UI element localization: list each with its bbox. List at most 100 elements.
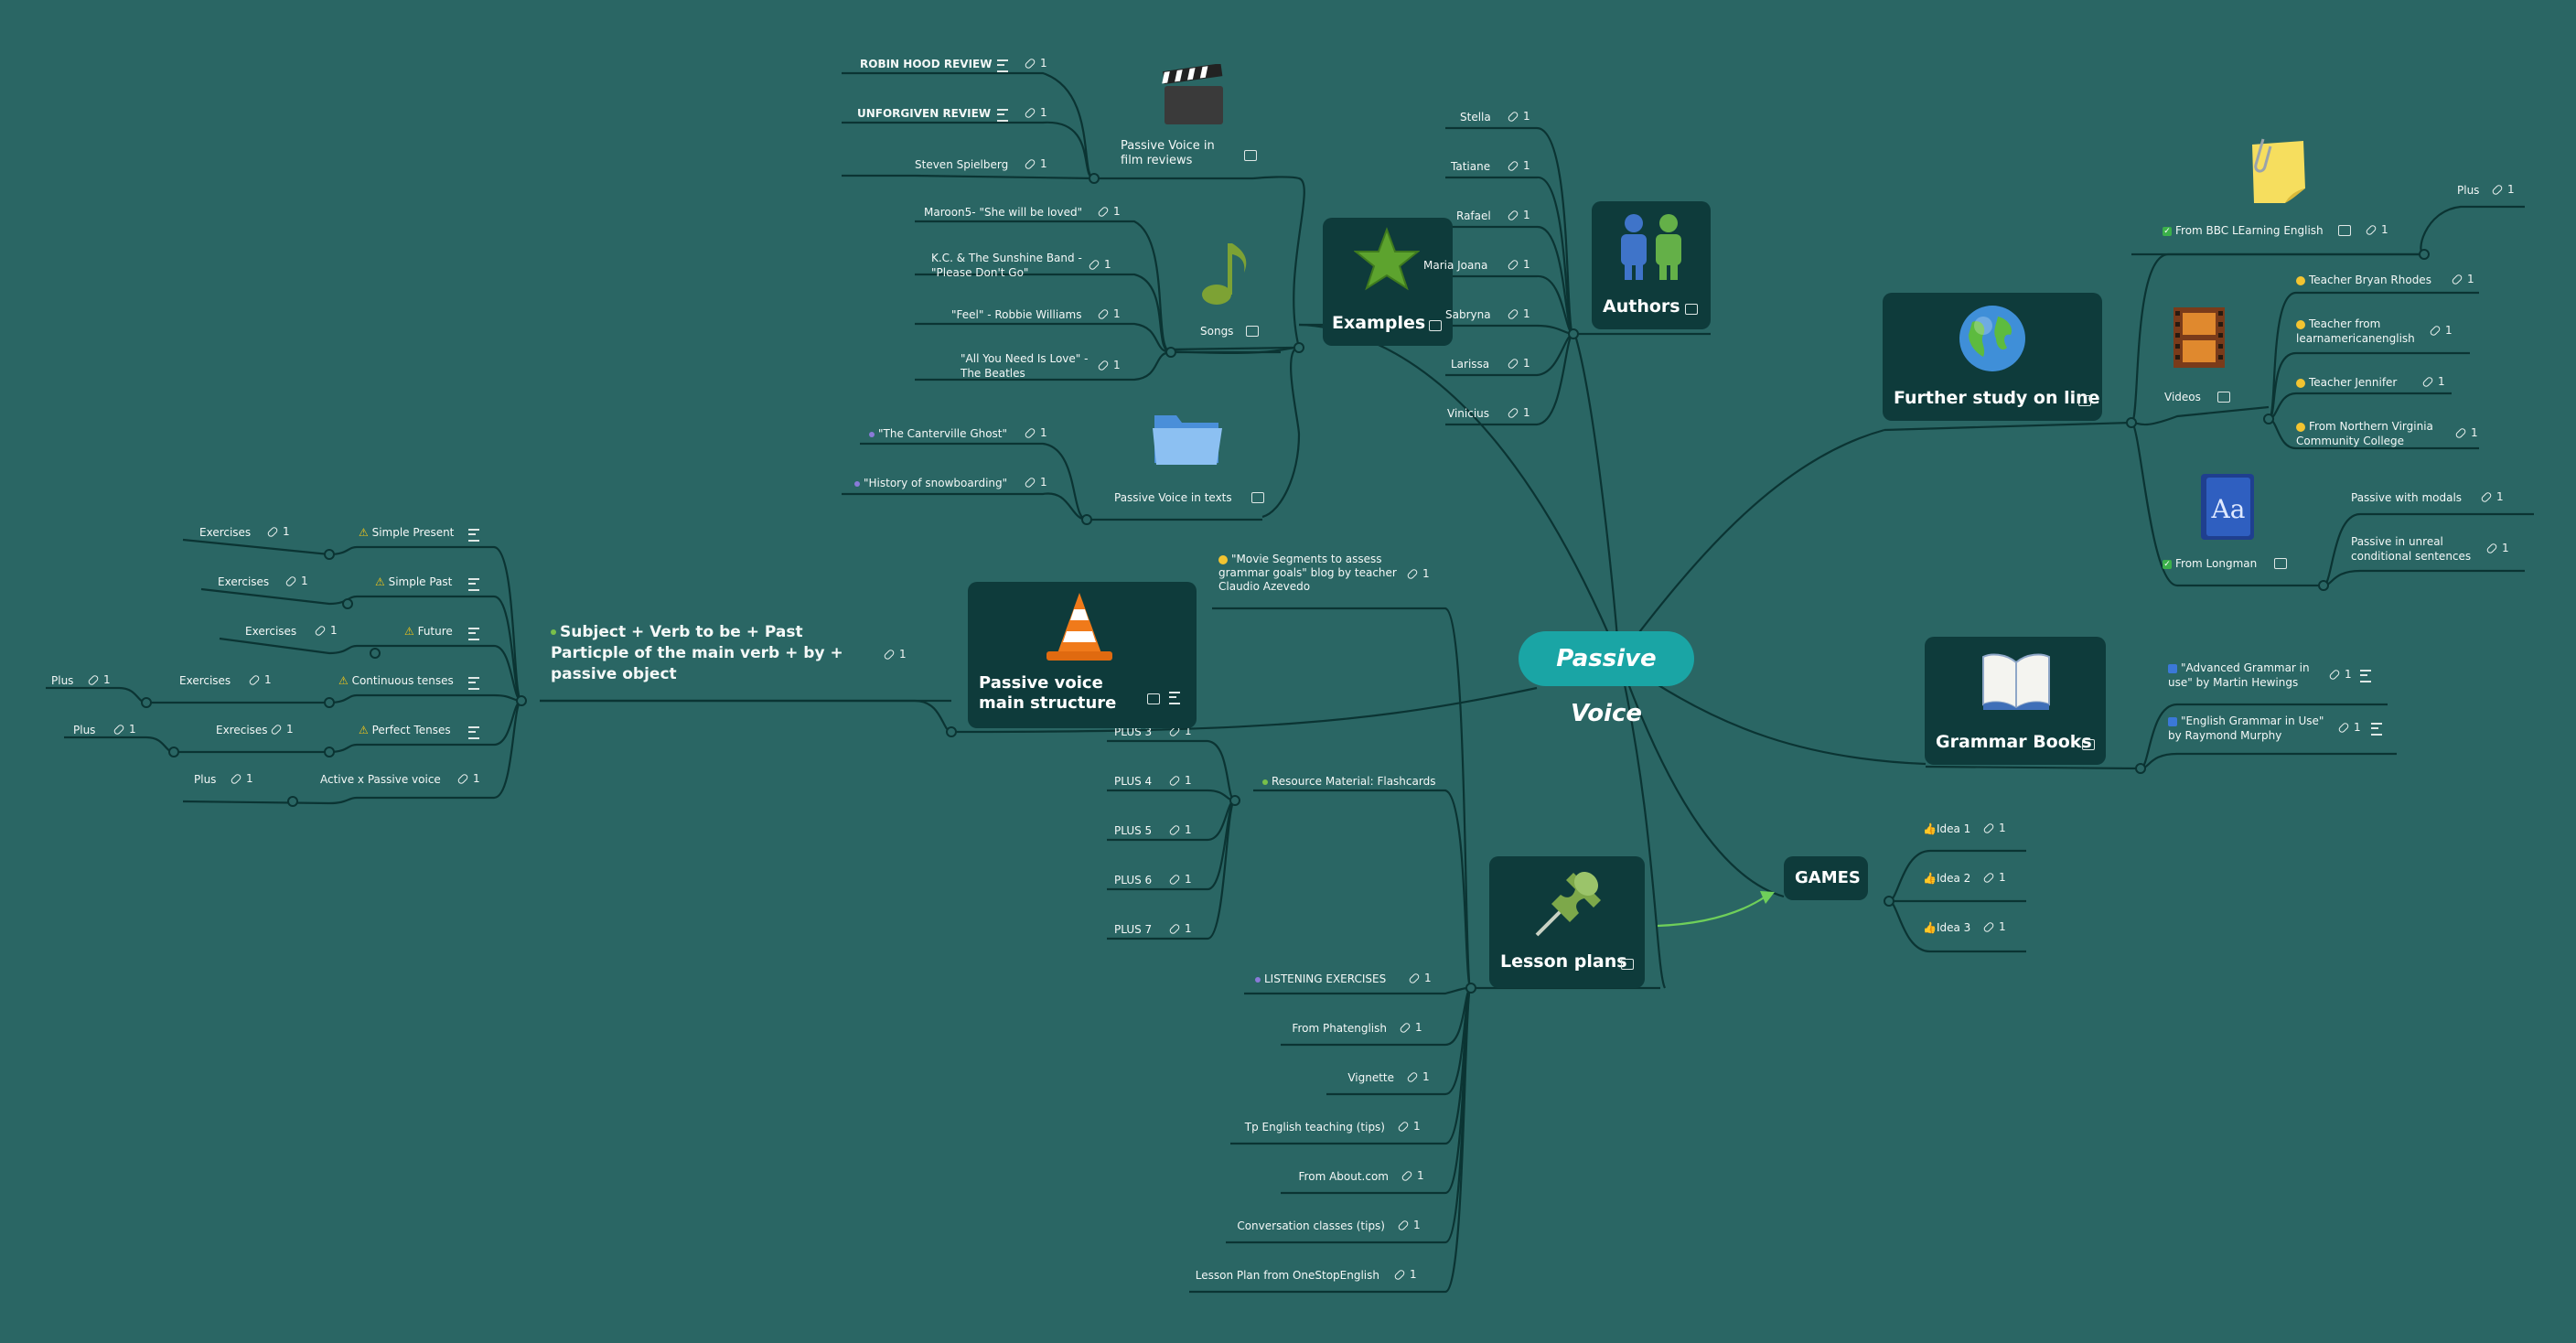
video-item[interactable]: Teacher from learnamericanenglish xyxy=(2296,317,2415,345)
lesson-item[interactable]: Conversation classes (tips) xyxy=(1237,1219,1385,1232)
listening-exercises-item[interactable]: LISTENING EXERCISES xyxy=(1255,972,1386,986)
videos-label[interactable]: Videos xyxy=(2164,391,2201,403)
link-count[interactable]: 1 xyxy=(1024,57,1047,70)
note-icon[interactable] xyxy=(468,578,479,591)
lesson-item[interactable]: Lesson Plan from OneStopEnglish xyxy=(1195,1269,1379,1282)
video-item[interactable]: Teacher Jennifer xyxy=(2296,375,2397,390)
link-count[interactable]: 1 xyxy=(1168,922,1192,936)
link-count[interactable]: 1 xyxy=(2454,426,2478,440)
flashcard-item[interactable]: PLUS 3 xyxy=(1114,725,1153,738)
film-item[interactable]: Steven Spielberg xyxy=(915,158,1009,171)
game-idea[interactable]: 👍Idea 2 xyxy=(1923,872,1971,885)
lesson-item[interactable]: From About.com xyxy=(1298,1170,1389,1183)
bbc-label[interactable]: ✓From BBC LEarning English xyxy=(2163,224,2324,237)
film-item[interactable]: UNFORGIVEN REVIEW xyxy=(857,107,992,120)
exercise-item[interactable]: Exercises xyxy=(179,674,231,687)
author-item[interactable]: Stella xyxy=(1460,111,1491,124)
link-count[interactable]: 1 xyxy=(1397,1219,1421,1232)
tense-item[interactable]: ⚠ Perfect Tenses xyxy=(359,724,451,736)
link-count[interactable]: 1 xyxy=(1406,567,1430,581)
flashcard-item[interactable]: PLUS 6 xyxy=(1114,874,1153,886)
tense-item[interactable]: Active x Passive voice xyxy=(320,773,441,786)
image-icon[interactable] xyxy=(1244,150,1257,161)
flashcard-item[interactable]: PLUS 7 xyxy=(1114,923,1153,936)
link-count[interactable]: 1 xyxy=(1168,823,1192,837)
author-item[interactable]: Tatiane xyxy=(1451,160,1491,173)
exercise-item[interactable]: Exrecises xyxy=(216,724,268,736)
song-item[interactable]: "Feel" - Robbie Williams xyxy=(951,308,1082,321)
song-item[interactable]: "All You Need Is Love" - The Beatles xyxy=(961,352,1089,380)
video-item[interactable]: Teacher Bryan Rhodes xyxy=(2296,273,2431,287)
exercise-item[interactable]: Exercises xyxy=(199,526,252,539)
link-count[interactable]: 1 xyxy=(1024,106,1047,120)
link-count[interactable]: 1 xyxy=(1982,822,2006,835)
songs-label[interactable]: Songs xyxy=(1200,325,1234,338)
link-count[interactable]: 1 xyxy=(2485,542,2509,555)
link-count[interactable]: 1 xyxy=(2337,721,2361,735)
text-item[interactable]: "History of snowboarding" xyxy=(854,476,1007,490)
plus-item[interactable]: Plus xyxy=(73,724,96,736)
link-count[interactable]: 1 xyxy=(270,723,294,736)
tense-item[interactable]: ⚠ Future xyxy=(404,625,453,638)
author-item[interactable]: Sabryna xyxy=(1445,308,1491,321)
link-count[interactable]: 1 xyxy=(1088,258,1111,272)
link-count[interactable]: 1 xyxy=(1507,357,1530,371)
link-count[interactable]: 1 xyxy=(284,575,308,588)
link-count[interactable]: 1 xyxy=(1024,476,1047,489)
lesson-item[interactable]: From Phatenglish xyxy=(1292,1022,1387,1035)
image-icon[interactable] xyxy=(2078,395,2091,406)
bbc-plus[interactable]: Plus xyxy=(2457,184,2480,197)
note-icon[interactable] xyxy=(468,677,479,690)
plus-item[interactable]: Plus xyxy=(51,674,74,687)
exercise-item[interactable]: Exercises xyxy=(218,575,270,588)
link-count[interactable]: 1 xyxy=(1399,1021,1422,1035)
link-count[interactable]: 1 xyxy=(1097,307,1121,321)
longman-item[interactable]: Passive with modals xyxy=(2351,491,2463,504)
movie-segments-item[interactable]: "Movie Segments to assess grammar goals"… xyxy=(1218,553,1397,593)
image-icon[interactable] xyxy=(1429,320,1442,331)
tense-item[interactable]: ⚠ Continuous tenses xyxy=(338,674,454,687)
image-icon[interactable] xyxy=(1246,326,1259,337)
link-count[interactable]: 1 xyxy=(1168,873,1192,886)
longman-item[interactable]: Passive in unreal conditional sentences xyxy=(2351,535,2472,563)
link-count[interactable]: 1 xyxy=(1397,1120,1421,1133)
author-item[interactable]: Rafael xyxy=(1456,210,1491,222)
author-item[interactable]: Maria Joana xyxy=(1423,259,1488,272)
link-count[interactable]: 1 xyxy=(1507,209,1530,222)
link-count[interactable]: 1 xyxy=(456,772,480,786)
link-count[interactable]: 1 xyxy=(1401,1169,1424,1183)
link-count[interactable]: 1 xyxy=(1507,110,1530,124)
song-item[interactable]: K.C. & The Sunshine Band - "Please Don't… xyxy=(931,252,1082,279)
grammar-book-item[interactable]: "English Grammar in Use" by Raymond Murp… xyxy=(2168,714,2324,742)
link-count[interactable]: 1 xyxy=(1393,1268,1417,1282)
image-icon[interactable] xyxy=(2217,392,2230,403)
link-count[interactable]: 1 xyxy=(883,648,907,661)
longman-label[interactable]: ✓From Longman xyxy=(2163,557,2258,570)
image-icon[interactable] xyxy=(1147,693,1160,704)
game-idea[interactable]: 👍Idea 3 xyxy=(1923,921,1971,934)
texts-label[interactable]: Passive Voice in texts xyxy=(1114,491,1232,504)
structure-formula[interactable]: Subject + Verb to be + Past Particple of… xyxy=(551,623,843,683)
film-reviews-label[interactable]: Passive Voice in film reviews xyxy=(1121,139,1215,167)
link-count[interactable]: 1 xyxy=(1168,774,1192,788)
note-icon[interactable] xyxy=(468,529,479,542)
link-count[interactable]: 1 xyxy=(1168,725,1192,738)
game-idea[interactable]: 👍Idea 1 xyxy=(1923,822,1971,835)
link-count[interactable]: 1 xyxy=(1406,1070,1430,1084)
link-count[interactable]: 1 xyxy=(2421,375,2445,389)
link-count[interactable]: 1 xyxy=(1507,307,1530,321)
image-icon[interactable] xyxy=(2082,739,2095,750)
link-count[interactable]: 1 xyxy=(1507,258,1530,272)
link-count[interactable]: 1 xyxy=(1024,157,1047,171)
link-count[interactable]: 1 xyxy=(230,772,253,786)
grammar-books-topic[interactable]: Grammar Books xyxy=(1925,637,2106,765)
note-icon[interactable] xyxy=(2360,670,2371,682)
image-icon[interactable] xyxy=(2338,225,2351,236)
link-count[interactable]: 1 xyxy=(1982,871,2006,885)
image-icon[interactable] xyxy=(1621,959,1634,970)
image-icon[interactable] xyxy=(1251,492,1264,503)
note-icon[interactable] xyxy=(2371,723,2382,736)
lesson-plans-topic[interactable]: Lesson plans xyxy=(1489,856,1645,988)
link-count[interactable]: 1 xyxy=(2365,223,2388,237)
flashcard-item[interactable]: PLUS 4 xyxy=(1114,775,1153,788)
